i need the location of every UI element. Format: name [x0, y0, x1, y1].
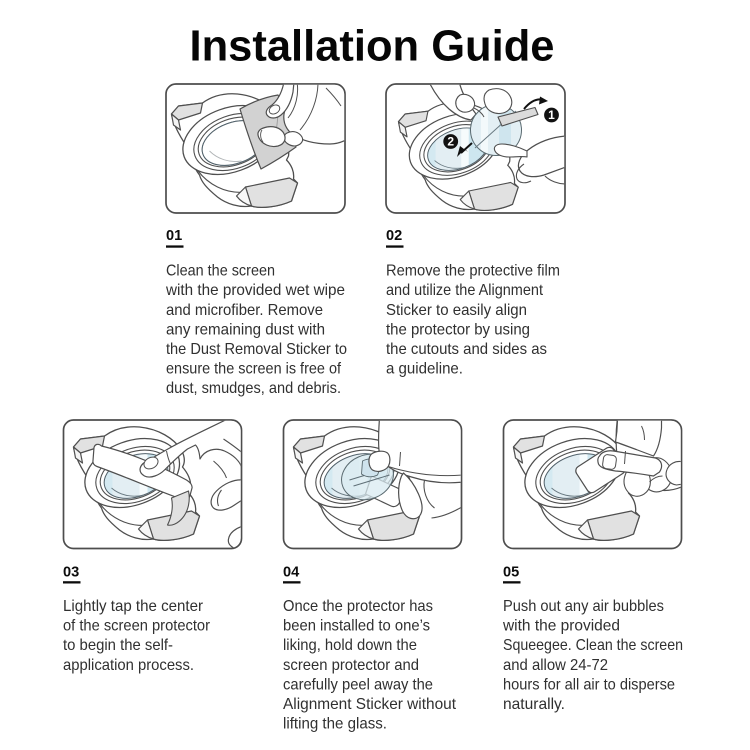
svg-text:02: 02	[386, 228, 402, 244]
svg-text:05: 05	[503, 565, 519, 581]
svg-text:2: 2	[447, 135, 454, 149]
svg-text:03: 03	[63, 565, 79, 581]
svg-text:04: 04	[283, 565, 300, 581]
svg-text:Installation Guide: Installation Guide	[190, 23, 555, 71]
svg-text:1: 1	[548, 108, 555, 122]
svg-text:01: 01	[166, 228, 182, 244]
